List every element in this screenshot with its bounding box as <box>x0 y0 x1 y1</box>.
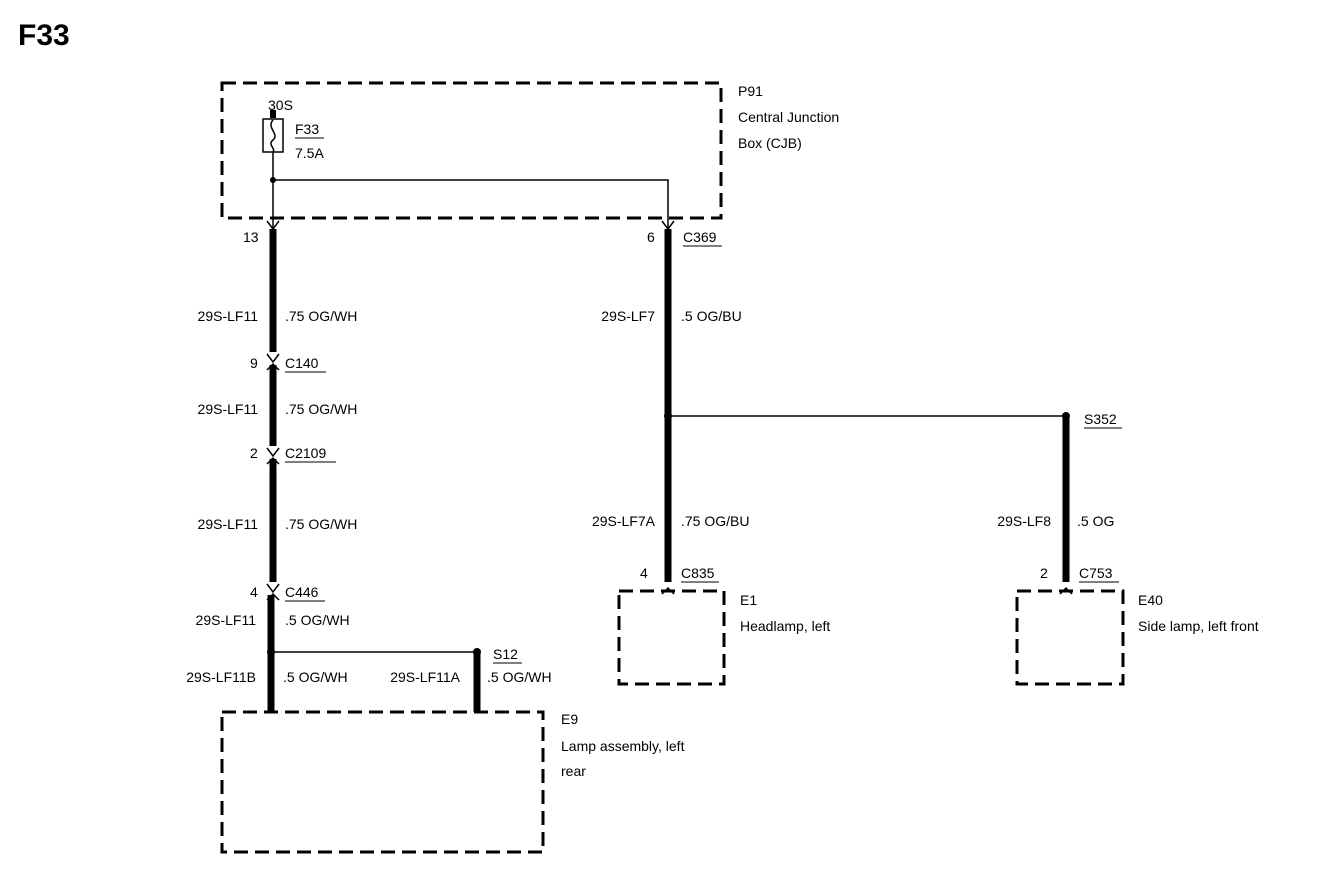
connector-c140-label: C140 <box>285 355 319 371</box>
pin-6: 6 <box>647 229 655 245</box>
cjb-internal-wire-right <box>273 179 669 228</box>
connector-c369-label: C369 <box>683 229 717 245</box>
wire8-id: 29S-LF7A <box>592 513 656 529</box>
component-e40-ref: E40 <box>1138 592 1163 608</box>
splice-s12-label: S12 <box>493 646 518 662</box>
pin-13: 13 <box>243 229 259 245</box>
supply-label: 30S <box>268 97 293 113</box>
component-e1-outline <box>617 589 726 686</box>
central-junction-box-outline <box>220 81 723 220</box>
connector-c2109-icon <box>266 447 280 465</box>
component-e40-outline <box>1015 589 1125 686</box>
connector-c446-label: C446 <box>285 584 319 600</box>
fuse-ref: F33 <box>295 121 319 137</box>
wire8-spec: .75 OG/BU <box>681 513 749 529</box>
wire4-spec: .5 OG/WH <box>285 612 350 628</box>
component-e9-name-line1: Lamp assembly, left <box>561 738 685 754</box>
component-e40-name: Side lamp, left front <box>1138 618 1259 634</box>
component-e9-ref: E9 <box>561 711 578 727</box>
junction-box-ref: P91 <box>738 83 763 99</box>
junction-box-name-line1: Central Junction <box>738 109 839 125</box>
component-e9-name-line2: rear <box>561 763 586 779</box>
component-e9-outline <box>220 710 545 854</box>
wire4-id: 29S-LF11 <box>196 612 257 628</box>
wire7-spec: .5 OG/BU <box>681 308 742 324</box>
fuse-rating: 7.5A <box>295 145 324 161</box>
wire5-spec: .5 OG/WH <box>283 669 348 685</box>
wire2-spec: .75 OG/WH <box>285 401 357 417</box>
wire9-spec: .5 OG <box>1077 513 1114 529</box>
pin-4-c446: 4 <box>250 584 258 600</box>
connector-c2109-label: C2109 <box>285 445 326 461</box>
wire3-id: 29S-LF11 <box>198 516 259 532</box>
component-e1-name: Headlamp, left <box>740 618 830 634</box>
wire7-id: 29S-LF7 <box>601 308 655 324</box>
junction-box-name-line2: Box (CJB) <box>738 135 802 151</box>
connector-c753-label: C753 <box>1079 565 1113 581</box>
connector-c835-label: C835 <box>681 565 715 581</box>
wire1-id: 29S-LF11 <box>198 308 259 324</box>
connector-c140-icon <box>266 353 280 371</box>
wire6-spec: .5 OG/WH <box>487 669 552 685</box>
wire1-spec: .75 OG/WH <box>285 308 357 324</box>
wire2-id: 29S-LF11 <box>198 401 259 417</box>
fuse-icon <box>262 118 284 153</box>
wire5-id: 29S-LF11B <box>186 669 256 685</box>
pin-2-c753: 2 <box>1040 565 1048 581</box>
component-e1-ref: E1 <box>740 592 757 608</box>
pin-4-c835: 4 <box>640 565 648 581</box>
wire3-spec: .75 OG/WH <box>285 516 357 532</box>
wire6-id: 29S-LF11A <box>390 669 460 685</box>
pin-2-c2109: 2 <box>250 445 258 461</box>
wire9-id: 29S-LF8 <box>997 513 1051 529</box>
splice-s352-label: S352 <box>1084 411 1117 427</box>
page-title: F33 <box>18 19 70 52</box>
pin-9: 9 <box>250 355 258 371</box>
